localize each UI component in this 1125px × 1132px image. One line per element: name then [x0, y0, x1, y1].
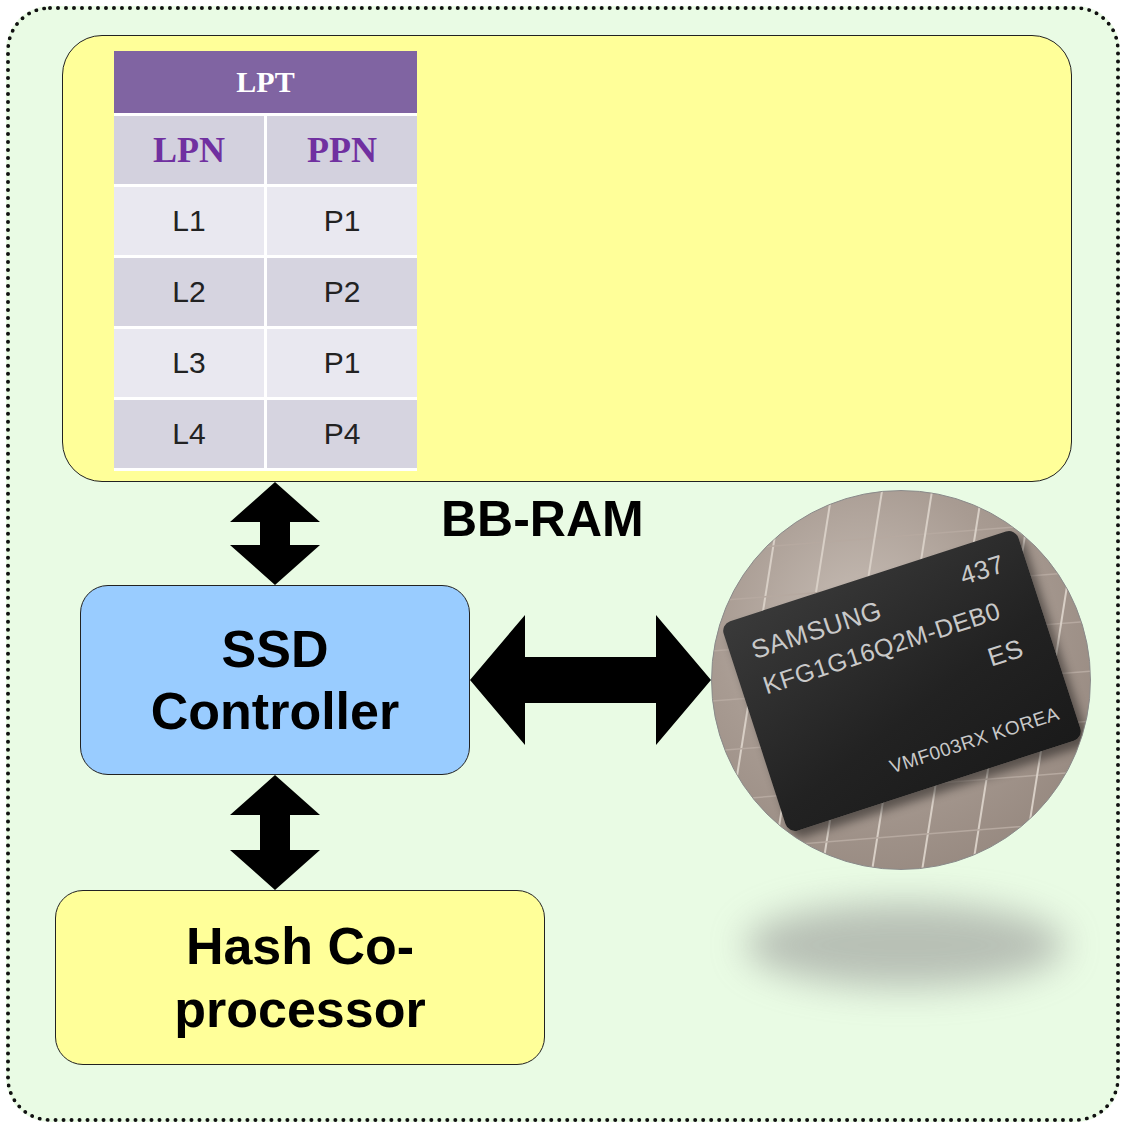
- chip-marking: ES: [984, 633, 1028, 674]
- memory-heading: BB-RAM: [441, 489, 644, 549]
- table-text: L4: [172, 417, 205, 451]
- table-cell: P2: [267, 258, 417, 326]
- table-cell: L3: [114, 329, 264, 397]
- box-label: Hash Co-processor: [110, 915, 490, 1040]
- table-cell: P1: [267, 329, 417, 397]
- table-text: P1: [324, 346, 361, 380]
- memory-box: BB-RAMLPTLPNPPNL1P1L2P2L3P1L4P4: [62, 35, 1072, 482]
- chip-shadow: [745, 903, 1065, 987]
- table-text: PPN: [307, 129, 377, 171]
- table-text: L1: [172, 204, 205, 238]
- table-cell: L1: [114, 187, 264, 255]
- block-arrow: [230, 775, 320, 890]
- table-text: LPT: [236, 65, 294, 99]
- flash-chip-circle: SAMSUNG437KFG1G16Q2M-DEB0ESVMF003RX KORE…: [711, 490, 1091, 870]
- table-text: P2: [324, 275, 361, 309]
- table-text: LPN: [153, 129, 225, 171]
- table-cell: L2: [114, 258, 264, 326]
- table-header: LPT: [114, 51, 417, 113]
- table-cell: L4: [114, 400, 264, 468]
- wafer-line: [712, 521, 1091, 551]
- table-cell: P4: [267, 400, 417, 468]
- box-label: SSD Controller: [125, 618, 425, 743]
- controller-box: SSD Controller: [80, 585, 470, 775]
- wafer-line: [712, 491, 1091, 501]
- coprocessor-box: Hash Co-processor: [55, 890, 545, 1065]
- chip-marking: 437: [956, 549, 1008, 592]
- block-arrow: [470, 615, 711, 745]
- table-text: P1: [324, 204, 361, 238]
- table-text: L3: [172, 346, 205, 380]
- chip-marking: VMF003RX KOREA: [887, 703, 1062, 779]
- lpt-table: LPTLPNPPNL1P1L2P2L3P1L4P4: [114, 51, 417, 471]
- block-arrow: [230, 482, 320, 585]
- table-cell: P1: [267, 187, 417, 255]
- column-header: PPN: [267, 116, 417, 184]
- wafer-line: [712, 491, 732, 870]
- table-text: P4: [324, 417, 361, 451]
- table-text: L2: [172, 275, 205, 309]
- chip-package: SAMSUNG437KFG1G16Q2M-DEB0ESVMF003RX KORE…: [721, 528, 1084, 833]
- wafer-line: [712, 821, 1091, 851]
- column-header: LPN: [114, 116, 264, 184]
